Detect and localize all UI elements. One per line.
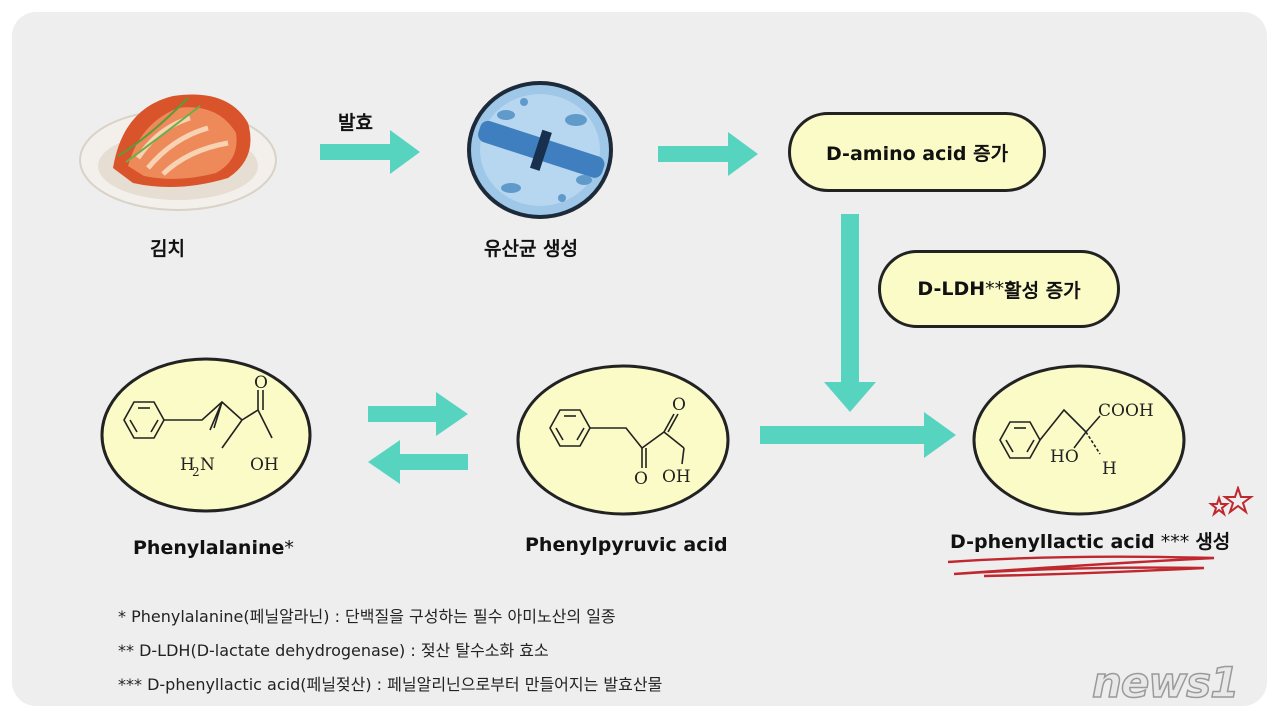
phenylalanine-mark: * — [284, 537, 294, 559]
d-phenyllactic-name: D-phenyllactic acid — [950, 531, 1155, 553]
d-phenyllactic-acid-label: D-phenyllactic acid *** 생성 — [950, 527, 1230, 554]
lactic-bacteria-image — [467, 81, 613, 219]
arrow-to-pla — [760, 412, 956, 458]
d-phenyllactic-mark: *** — [1154, 531, 1196, 553]
pla-h: H — [1102, 459, 1117, 479]
phe-h2n-sub: 2 — [192, 465, 200, 479]
footnote-2: ** D-LDH(D-lactate dehydrogenase) : 젖산 탈… — [118, 641, 549, 660]
pla-ho: HO — [1050, 447, 1079, 467]
d-phenyllactic-acid-structure: COOH HO H — [972, 364, 1186, 516]
phe-o: O — [254, 373, 268, 393]
d-phenyllactic-suffix: 생성 — [1195, 531, 1231, 553]
footnote-3: *** D-phenyllactic acid(페닐젖산) : 페닐알리닌으로부… — [118, 675, 663, 694]
d-ldh-rest: 활성 증가 — [1004, 279, 1081, 302]
footnote-1: * Phenylalanine(페닐알라닌) : 단백질을 구성하는 필수 아미… — [118, 607, 616, 626]
phenylalanine-name: Phenylalanine — [133, 537, 285, 559]
ferment-label: 발효 — [338, 112, 373, 134]
phenylpyruvic-acid-label: Phenylpyruvic acid — [525, 534, 728, 556]
phenylalanine-label: Phenylalanine* — [133, 537, 294, 559]
red-underline-scribble — [947, 555, 1215, 578]
phe-h2n-n: N — [200, 455, 215, 475]
phe-oh: OH — [250, 455, 279, 475]
kimchi-image — [79, 94, 277, 211]
phenylpyruvic-acid-structure: O O OH — [516, 364, 730, 516]
pla-cooh: COOH — [1098, 401, 1154, 421]
d-amino-acid-label: D-amino acid 증가 — [825, 142, 1009, 165]
phe-h2n-h: H — [180, 455, 195, 475]
ppa-oh: OH — [662, 467, 691, 487]
arrow-down — [824, 214, 876, 412]
arrow-ferment — [320, 130, 420, 174]
red-stars-icon — [1208, 486, 1254, 517]
news1-logo: news1 — [1091, 657, 1240, 708]
arrow-to-damino — [658, 132, 758, 176]
lactic-bacteria-label: 유산균 생성 — [484, 238, 579, 260]
d-ldh-label: D-LDH — [917, 278, 986, 300]
phenylalanine-structure: H 2 N O OH — [100, 357, 312, 513]
equilibrium-arrows — [368, 392, 468, 484]
ppa-o: O — [634, 469, 648, 489]
ppa-o2: O — [672, 395, 686, 415]
d-ldh-pill: D-LDH** 활성 증가 — [878, 250, 1120, 328]
d-ldh-mark: ** — [985, 278, 1005, 300]
d-amino-acid-pill: D-amino acid 증가 — [788, 112, 1046, 192]
kimchi-label: 김치 — [150, 238, 185, 260]
